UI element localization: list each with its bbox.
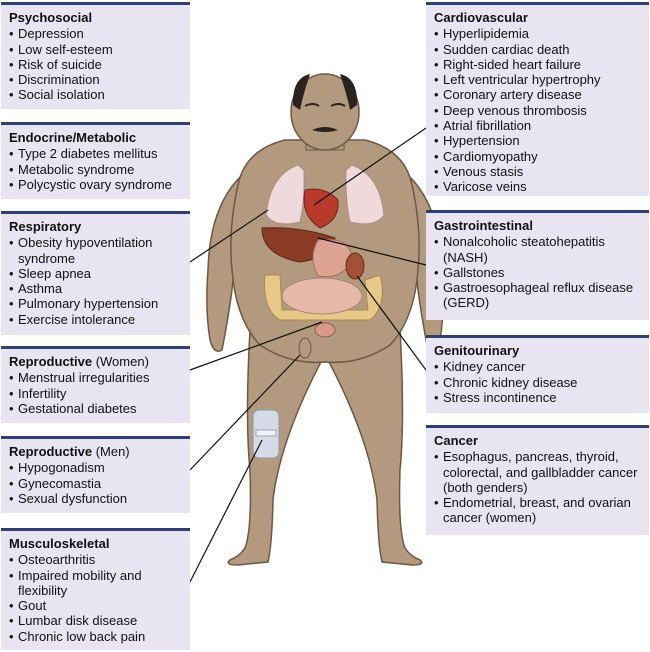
list-item: Cardiomyopathy: [434, 149, 641, 165]
box-title: Genitourinary: [434, 343, 520, 358]
left-lung: [265, 164, 305, 225]
heart: [303, 188, 339, 229]
list-item: Sleep apnea: [9, 266, 182, 282]
box-gastrointestinal: Gastrointestinal Nonalcoholic steatohepa…: [426, 210, 649, 320]
list-item: Pulmonary hypertension: [9, 296, 182, 312]
eyebrows: [304, 103, 346, 107]
right-lung: [345, 164, 385, 225]
list-item: Endometrial, breast, and ovarian cancer …: [434, 495, 641, 526]
list-item: Nonalcoholic steatohepatitis (NASH): [434, 234, 641, 265]
item-list: Type 2 diabetes mellitus Metabolic syndr…: [9, 146, 182, 192]
box-musculoskeletal: Musculoskeletal Osteoarthritis Impaired …: [1, 528, 190, 650]
list-item: Gynecomastia: [9, 476, 182, 492]
item-list: Kidney cancer Chronic kidney disease Str…: [434, 359, 641, 405]
list-item: Left ventricular hypertrophy: [434, 72, 641, 88]
item-list: Esophagus, pancreas, thyroid, colorectal…: [434, 449, 641, 525]
list-item: Sexual dysfunction: [9, 491, 182, 507]
list-item: Risk of suicide: [9, 57, 182, 73]
list-item: Hypogonadism: [9, 460, 182, 476]
box-title: Gastrointestinal: [434, 218, 533, 233]
human-figure: [206, 73, 444, 566]
kidney: [345, 252, 365, 280]
list-item: Gout: [9, 598, 182, 614]
box-title: Musculoskeletal: [9, 536, 110, 551]
list-item: Osteoarthritis: [9, 552, 182, 568]
list-item: Asthma: [9, 281, 182, 297]
small-intestine: [281, 277, 363, 315]
box-title: Respiratory: [9, 219, 82, 234]
right-leg: [326, 328, 423, 566]
list-item: Lumbar disk disease: [9, 613, 182, 629]
list-item: Social isolation: [9, 87, 182, 103]
list-item: Menstrual irregularities: [9, 370, 182, 386]
item-list: Osteoarthritis Impaired mobility and fle…: [9, 552, 182, 644]
item-list: Nonalcoholic steatohepatitis (NASH) Gall…: [434, 234, 641, 310]
list-item: Type 2 diabetes mellitus: [9, 146, 182, 162]
hair: [292, 74, 358, 110]
list-item: Kidney cancer: [434, 359, 641, 375]
box-reproductive-women: Reproductive (Women) Menstrual irregular…: [1, 346, 190, 423]
list-item: Gallstones: [434, 265, 641, 281]
list-item: Depression: [9, 26, 182, 42]
list-item: Sudden cardiac death: [434, 42, 641, 58]
item-list: Hypogonadism Gynecomastia Sexual dysfunc…: [9, 460, 182, 506]
item-list: Depression Low self-esteem Risk of suici…: [9, 26, 182, 103]
stomach: [312, 238, 353, 278]
item-list: Menstrual irregularities Infertility Ges…: [9, 370, 182, 416]
list-item: Stress incontinence: [434, 390, 641, 406]
list-item: Metabolic syndrome: [9, 162, 182, 178]
list-item: Discrimination: [9, 72, 182, 88]
list-item: Impaired mobility and flexibility: [9, 568, 182, 599]
box-respiratory: Respiratory Obesity hypoventilation synd…: [1, 211, 190, 335]
list-item: Hypertension: [434, 133, 641, 149]
item-list: Hyperlipidemia Sudden cardiac death Righ…: [434, 26, 641, 195]
list-item: Gestational diabetes: [9, 401, 182, 417]
box-cancer: Cancer Esophagus, pancreas, thyroid, col…: [426, 425, 649, 535]
head: [290, 73, 360, 151]
list-item: Hyperlipidemia: [434, 26, 641, 42]
list-item: Chronic kidney disease: [434, 375, 641, 391]
list-item: Gastroesophageal reflux disease (GERD): [434, 280, 641, 311]
item-list: Obesity hypoventilation syndrome Sleep a…: [9, 235, 182, 327]
list-item: Atrial fibrillation: [434, 118, 641, 134]
box-title: Reproductive (Men): [9, 444, 130, 459]
box-title: Cancer: [434, 433, 479, 448]
genitals: [298, 337, 312, 359]
box-title: Cardiovascular: [434, 10, 528, 25]
box-psychosocial: Psychosocial Depression Low self-esteem …: [1, 2, 190, 109]
list-item: Deep venous thrombosis: [434, 103, 641, 119]
list-item: Chronic low back pain: [9, 629, 182, 645]
box-cardiovascular: Cardiovascular Hyperlipidemia Sudden car…: [426, 2, 649, 196]
list-item: Polycystic ovary syndrome: [9, 177, 182, 193]
list-item: Obesity hypoventilation syndrome: [9, 235, 182, 266]
list-item: Low self-esteem: [9, 42, 182, 58]
bladder: [314, 322, 336, 338]
box-title: Psychosocial: [9, 10, 93, 25]
box-reproductive-men: Reproductive (Men) Hypogonadism Gynecoma…: [1, 436, 190, 513]
list-item: Coronary artery disease: [434, 87, 641, 103]
list-item: Exercise intolerance: [9, 312, 182, 328]
list-item: Esophagus, pancreas, thyroid, colorectal…: [434, 449, 641, 495]
box-title: Reproductive (Women): [9, 354, 149, 369]
box-genitourinary: Genitourinary Kidney cancer Chronic kidn…: [426, 335, 649, 413]
box-endocrine-metabolic: Endocrine/Metabolic Type 2 diabetes mell…: [1, 122, 190, 199]
list-item: Right-sided heart failure: [434, 57, 641, 73]
leader-lines: [189, 127, 427, 583]
list-item: Varicose veins: [434, 179, 641, 195]
mustache: [312, 127, 338, 132]
list-item: Venous stasis: [434, 164, 641, 180]
box-title: Endocrine/Metabolic: [9, 130, 137, 145]
list-item: Infertility: [9, 386, 182, 402]
